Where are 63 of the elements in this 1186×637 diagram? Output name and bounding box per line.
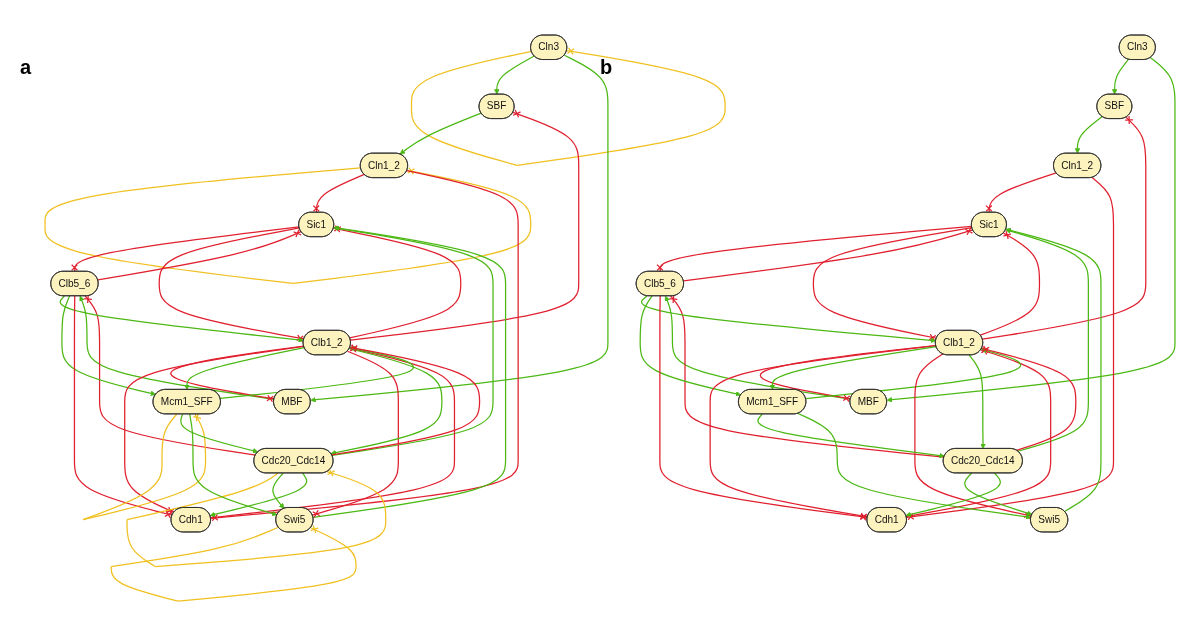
arrow [1074,116,1103,155]
arrow [1005,228,1102,513]
arrow [399,112,482,155]
connector [656,226,973,273]
arrow [312,225,507,519]
connector [158,227,305,343]
arrow [639,295,742,397]
connector [210,170,519,522]
arrow [310,55,609,403]
arrow [180,413,259,454]
connector [126,468,387,568]
arrow [805,348,1022,400]
connector [985,172,1057,214]
arrow [189,413,278,517]
arrow [184,347,305,391]
arrow [79,296,275,401]
connector [812,227,973,342]
connector [110,525,357,603]
connector [709,345,937,521]
connector [659,295,869,522]
connector [410,47,726,167]
arrow [769,346,937,391]
connector [981,345,1077,452]
connector [82,413,207,521]
connector [124,346,305,516]
connector [311,351,399,519]
arrow [968,354,986,450]
connector [71,226,300,273]
arrow [331,226,494,457]
connector [331,344,481,456]
arrow [886,57,1176,403]
panel-label: b [600,56,613,79]
connector [349,109,580,342]
connector [44,167,532,285]
arrow [964,472,1033,517]
arrow [330,348,443,456]
connector [759,345,937,403]
connector [668,294,945,459]
connector [210,345,456,519]
connector [97,229,302,281]
arrow [494,55,535,95]
connector [981,115,1147,341]
connector [905,177,1115,521]
connector [83,294,257,457]
arrow [757,413,945,459]
arrow [640,295,937,344]
arrow [219,346,414,400]
arrow [61,295,157,397]
panel-label: a [20,56,32,79]
connector [682,227,974,282]
connector [73,295,173,519]
connector [170,345,305,403]
connector [979,230,1041,337]
connector [905,347,1052,518]
connector [914,353,1033,520]
connector [332,225,462,339]
arrow [209,472,308,518]
arrow [59,295,304,343]
connector [312,174,365,214]
arrow [1111,59,1130,95]
arrow [272,472,285,510]
arrow [905,472,1001,518]
arrow [797,413,1032,520]
